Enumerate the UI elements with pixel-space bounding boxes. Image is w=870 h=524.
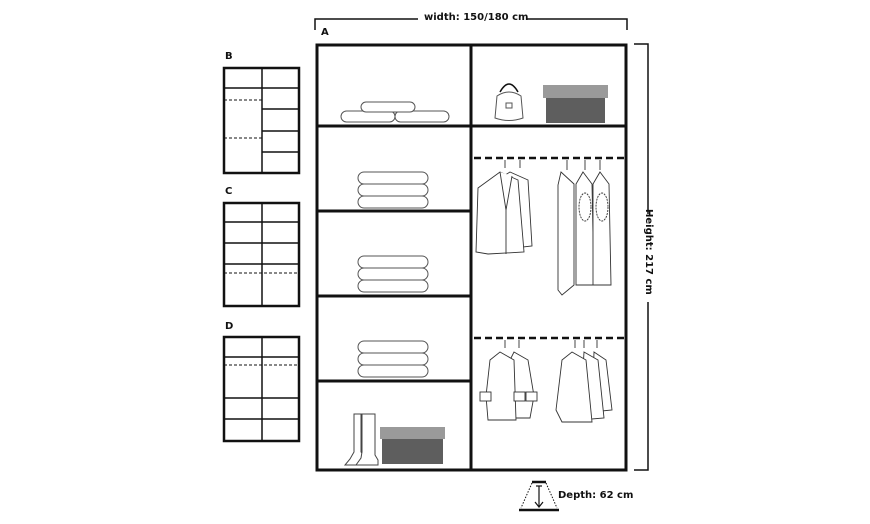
- folded-clothes-icon: [357, 340, 429, 378]
- shoebox-icon: [380, 427, 445, 464]
- variant-label-d: D: [225, 321, 234, 332]
- width-bracket: [314, 18, 628, 30]
- folded-clothes-icon: [357, 171, 429, 209]
- hanging-dresses-icon: [557, 160, 612, 296]
- variant-label-a: A: [321, 27, 329, 38]
- variant-label-b: B: [225, 51, 233, 62]
- boots-icon: [343, 413, 379, 466]
- height-bracket: [634, 43, 649, 471]
- wardrobe-c: [222, 201, 301, 308]
- width-label: width: 150/180 cm: [420, 12, 533, 23]
- folded-clothes-icon: [357, 255, 429, 293]
- hanging-jackets-icon: [475, 160, 533, 255]
- hanging-coats-icon: [479, 340, 538, 421]
- storage-box-icon: [543, 85, 608, 123]
- wardrobe-d: [222, 335, 301, 443]
- folded-towels-icon: [340, 101, 450, 123]
- depth-icon: [519, 480, 559, 512]
- wardrobe-b: [222, 66, 301, 175]
- depth-label: Depth: 62 cm: [558, 490, 634, 501]
- hanging-coats-icon: [555, 340, 613, 423]
- handbag-icon: [494, 83, 524, 121]
- variant-label-c: C: [225, 186, 233, 197]
- wardrobe-a: [315, 43, 628, 472]
